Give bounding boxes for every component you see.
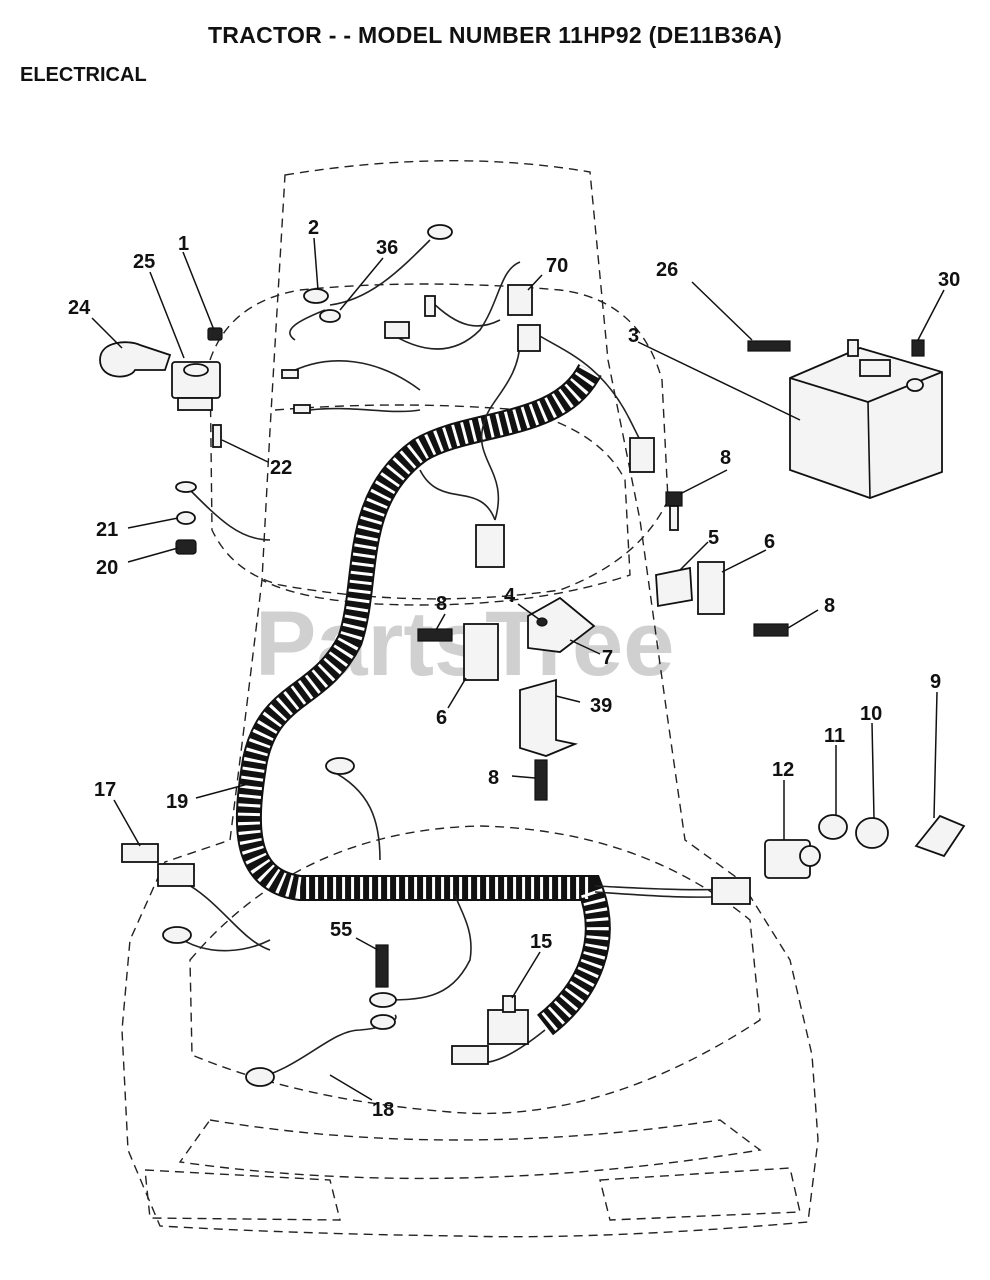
connector	[629, 437, 655, 473]
callout-36: 36	[376, 237, 398, 259]
nut-1	[207, 327, 223, 341]
callout-20: 20	[96, 557, 118, 579]
callout-55: 55	[330, 919, 352, 941]
connector	[517, 324, 541, 352]
ring-terminal	[162, 926, 192, 944]
solenoid-25	[171, 361, 221, 411]
ignition-switch-12	[764, 839, 821, 879]
callout-8: 8	[720, 447, 731, 469]
lock-washer-21	[176, 511, 196, 525]
parts	[99, 224, 966, 1087]
wires	[174, 239, 741, 1081]
bolt-8	[753, 623, 789, 637]
ring-terminal	[245, 1067, 275, 1087]
callout-9: 9	[930, 671, 941, 693]
callout-19: 19	[166, 791, 188, 813]
bolt-8-shank	[669, 505, 679, 531]
callout-4: 4	[504, 585, 516, 607]
callout-7: 7	[602, 647, 613, 669]
callout-6: 6	[436, 707, 447, 729]
bolt-55	[375, 944, 389, 988]
callout-30: 30	[938, 269, 960, 291]
callout-25: 25	[133, 251, 155, 273]
nut-11	[818, 814, 848, 840]
callout-6: 6	[764, 531, 775, 553]
callout-70: 70	[546, 255, 568, 277]
battery-3	[789, 339, 943, 499]
ring-terminal	[427, 224, 453, 240]
callout-8: 8	[488, 767, 499, 789]
callout-26: 26	[656, 259, 678, 281]
bracket-plate-7	[527, 596, 596, 653]
tractor-outline	[121, 160, 819, 1238]
connector	[711, 877, 751, 905]
callout-3: 3	[628, 325, 639, 347]
callout-10: 10	[860, 703, 882, 725]
ring-terminal	[175, 481, 197, 493]
section-title: ELECTRICAL	[20, 64, 147, 86]
bezel-10	[855, 817, 889, 849]
nut-30	[911, 339, 925, 357]
terminal-boot-24	[99, 341, 172, 378]
ring-terminal	[370, 1014, 396, 1030]
connector	[451, 1045, 489, 1065]
spade-terminal	[281, 369, 299, 379]
callout-24: 24	[68, 297, 91, 319]
key-9	[914, 814, 966, 858]
switch-15	[487, 995, 529, 1045]
ring-terminal	[325, 757, 355, 775]
spade-terminal	[293, 404, 311, 414]
bolt-8	[417, 628, 453, 642]
callout-2: 2	[308, 217, 319, 239]
switch-6	[697, 561, 725, 615]
connector-17	[121, 843, 159, 863]
bolt-8	[665, 491, 683, 507]
bolt-8	[534, 759, 548, 801]
ring-terminal	[369, 992, 397, 1008]
callout-1: 1	[178, 233, 189, 255]
bracket-39	[519, 678, 579, 757]
leader-lines	[91, 237, 945, 1101]
callout-39: 39	[590, 695, 612, 717]
callout-12: 12	[772, 759, 794, 781]
ring-terminal-36	[319, 309, 341, 323]
callout-21: 21	[96, 519, 118, 541]
callout-5: 5	[708, 527, 719, 549]
callout-22: 22	[270, 457, 292, 479]
bolt-26	[747, 340, 791, 352]
connector	[475, 524, 505, 568]
ring-terminal-2	[303, 288, 329, 304]
nut-20	[175, 539, 197, 555]
callout-18: 18	[372, 1099, 394, 1121]
callout-11: 11	[824, 725, 845, 747]
connector	[424, 295, 436, 317]
switch-6	[463, 623, 499, 681]
callout-labels: 1 2 3 4 5 6 6 7 8 8 8 8 9 10 11 12 15 17…	[68, 217, 960, 1121]
callout-17: 17	[94, 779, 116, 801]
screw-22	[212, 424, 222, 448]
callout-15: 15	[530, 931, 552, 953]
main-wire-harness	[235, 363, 611, 1036]
bracket-5	[655, 566, 693, 608]
connector	[384, 321, 410, 339]
callout-8: 8	[436, 593, 447, 615]
callout-8: 8	[824, 595, 835, 617]
connector	[157, 863, 195, 887]
diagram-title: TRACTOR - - MODEL NUMBER 11HP92 (DE11B36…	[207, 22, 783, 48]
